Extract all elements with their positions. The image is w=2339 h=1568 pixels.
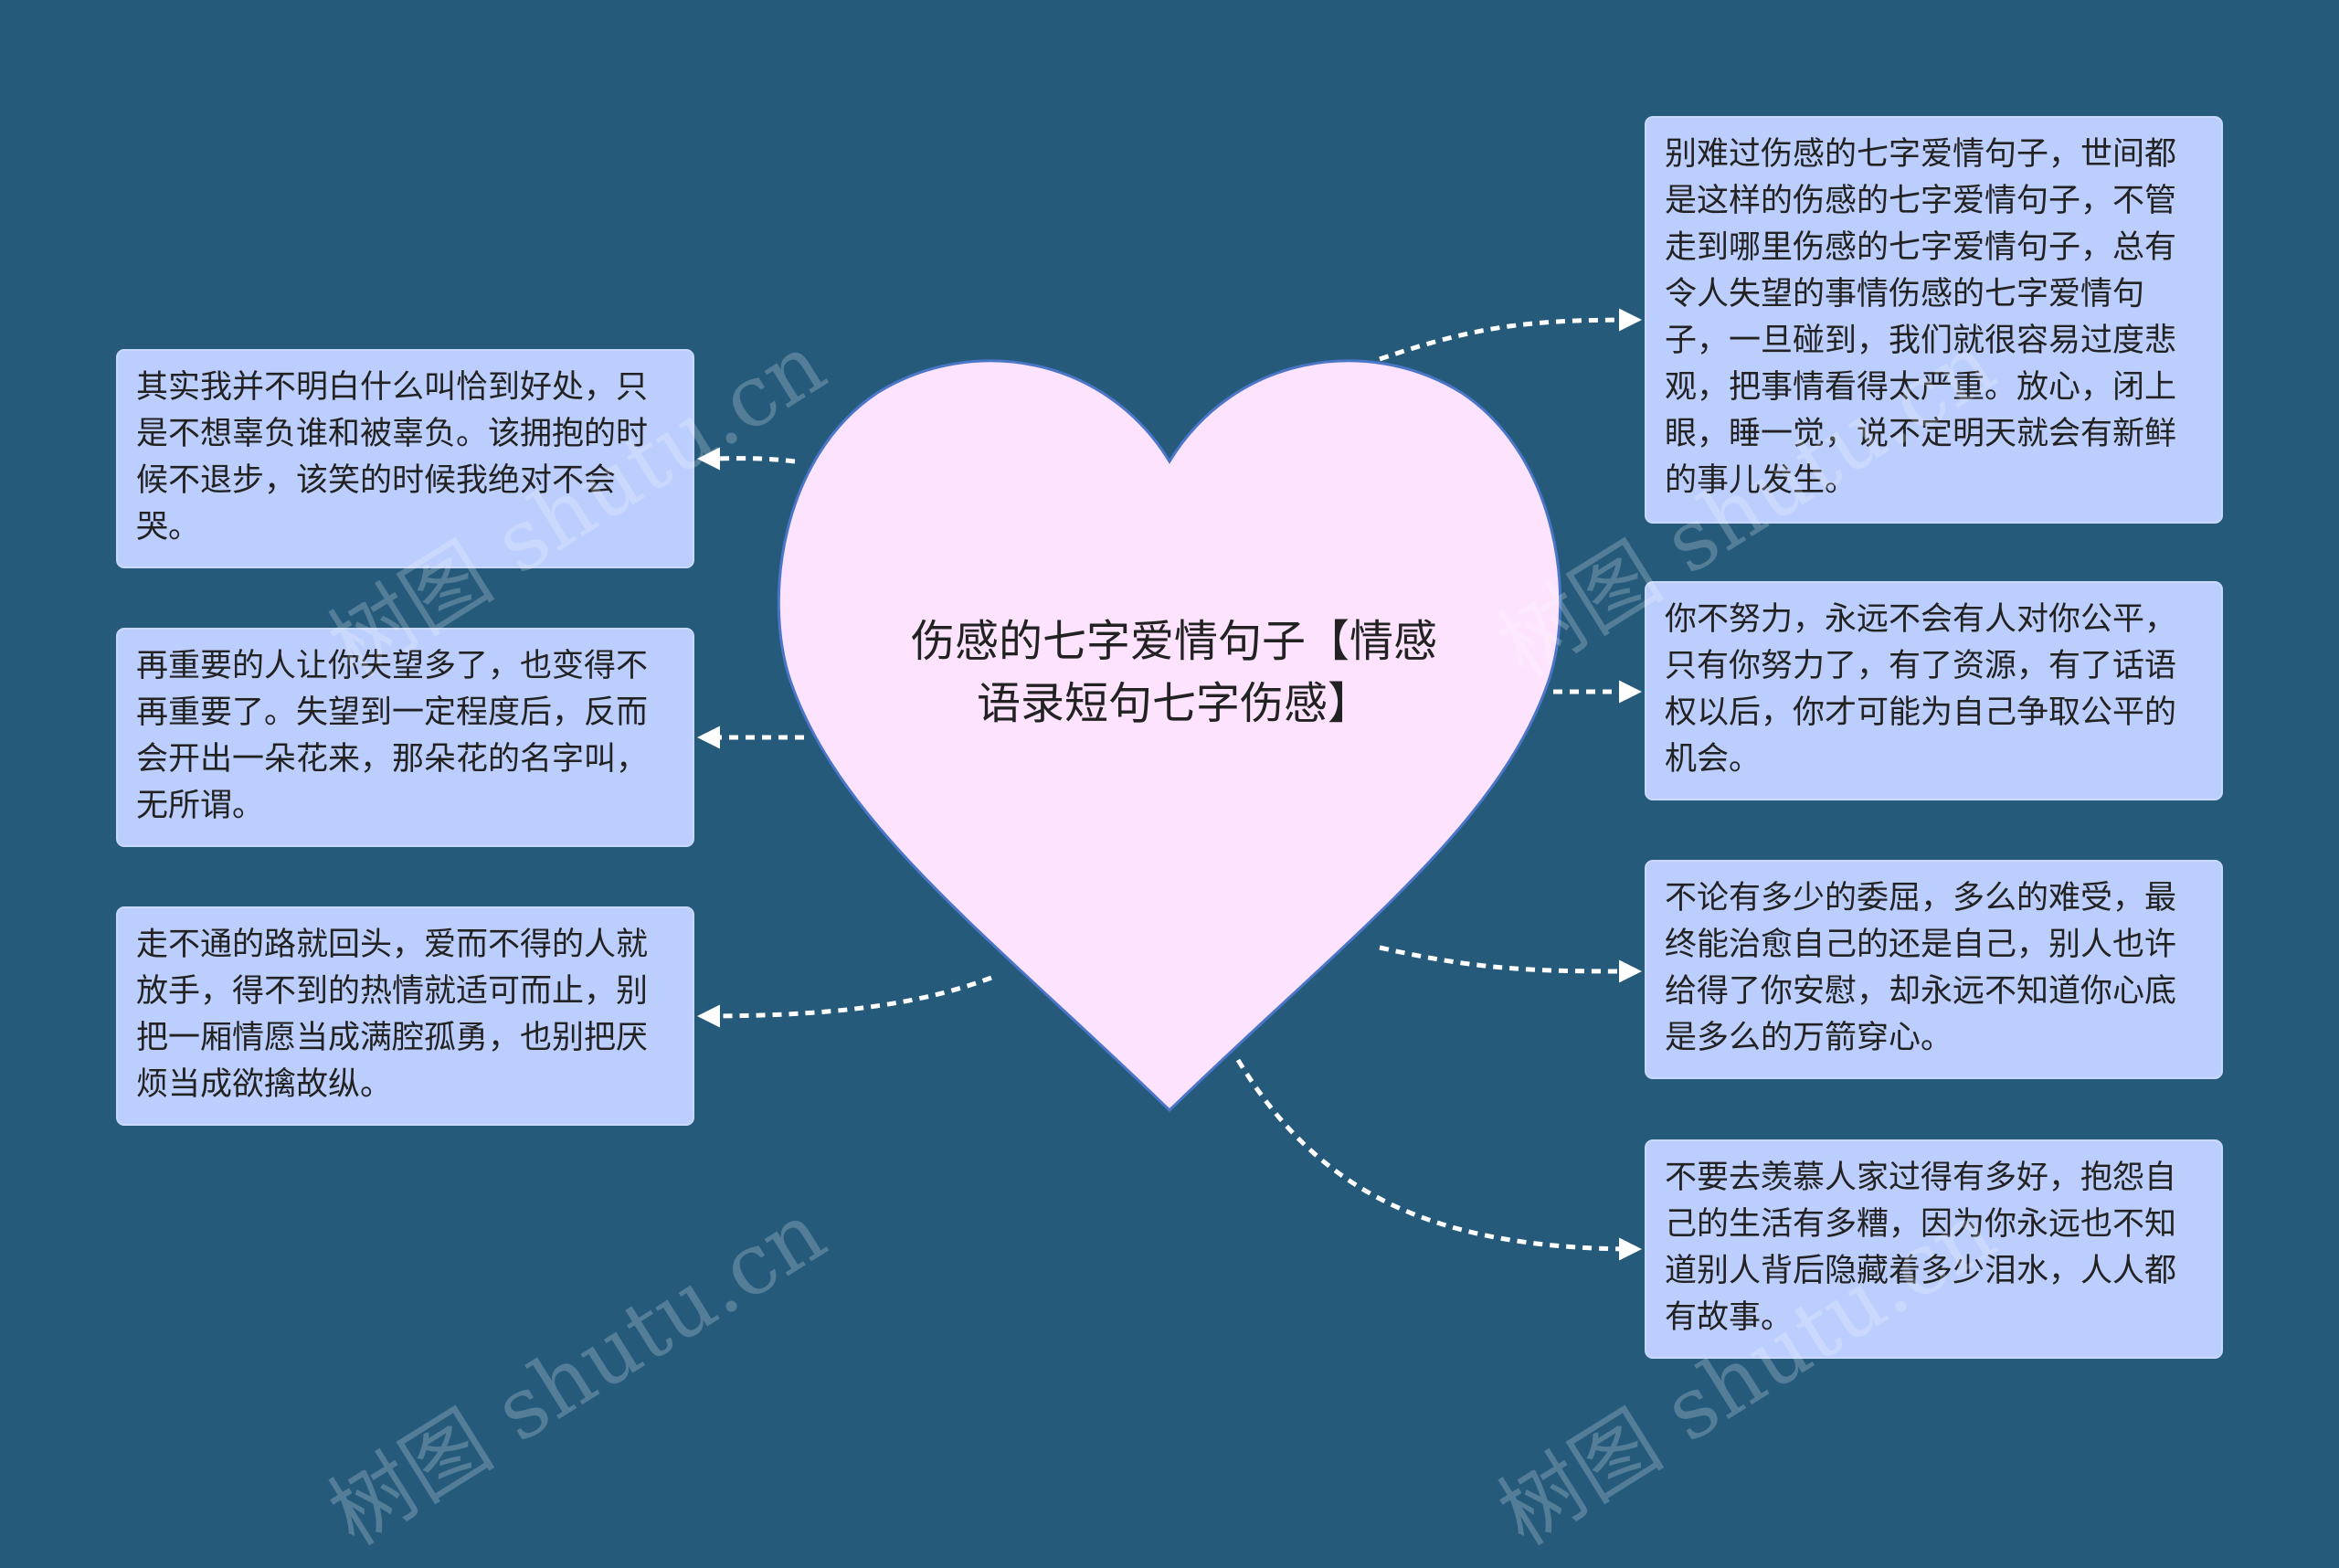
connector-right-3 [1379, 945, 1642, 983]
right-node-3[interactable]: 不论有多少的委屈，多么的难受，最终能治愈自己的还是自己，别人也许给得了你安慰，却… [1645, 860, 2223, 1079]
mindmap-canvas [697, 308, 1642, 1261]
right-node-2[interactable]: 你不努力，永远不会有人对你公平，只有你努力了，有了资源，有了话语权以后，你才可能… [1645, 581, 2223, 800]
center-heart [777, 359, 1562, 1113]
connector-left-1 [697, 447, 796, 471]
left-node-2[interactable]: 再重要的人让你失望多了，也变得不再重要了。失望到一定程度后，反而会开出一朵花来，… [116, 628, 694, 847]
left-node-1[interactable]: 其实我并不明白什么叫恰到好处，只是不想辜负谁和被辜负。该拥抱的时候不退步，该笑的… [116, 349, 694, 568]
right-node-4[interactable]: 不要去羡慕人家过得有多好，抱怨自己的生活有多糟，因为你永远也不知道别人背后隐藏着… [1645, 1139, 2223, 1359]
connector-right-1 [1379, 308, 1642, 362]
connector-right-4 [1235, 1058, 1642, 1261]
left-node-3[interactable]: 走不通的路就回头，爱而不得的人就放手，得不到的热情就适可而止，别把一厢情愿当成满… [116, 906, 694, 1126]
right-node-1[interactable]: 别难过伤感的七字爱情句子，世间都是这样的伤感的七字爱情句子，不管走到哪里伤感的七… [1645, 116, 2223, 524]
central-topic: 伤感的七字爱情句子【情感语录短句七字伤感】 [910, 616, 1437, 729]
connector-left-3 [697, 975, 992, 1028]
